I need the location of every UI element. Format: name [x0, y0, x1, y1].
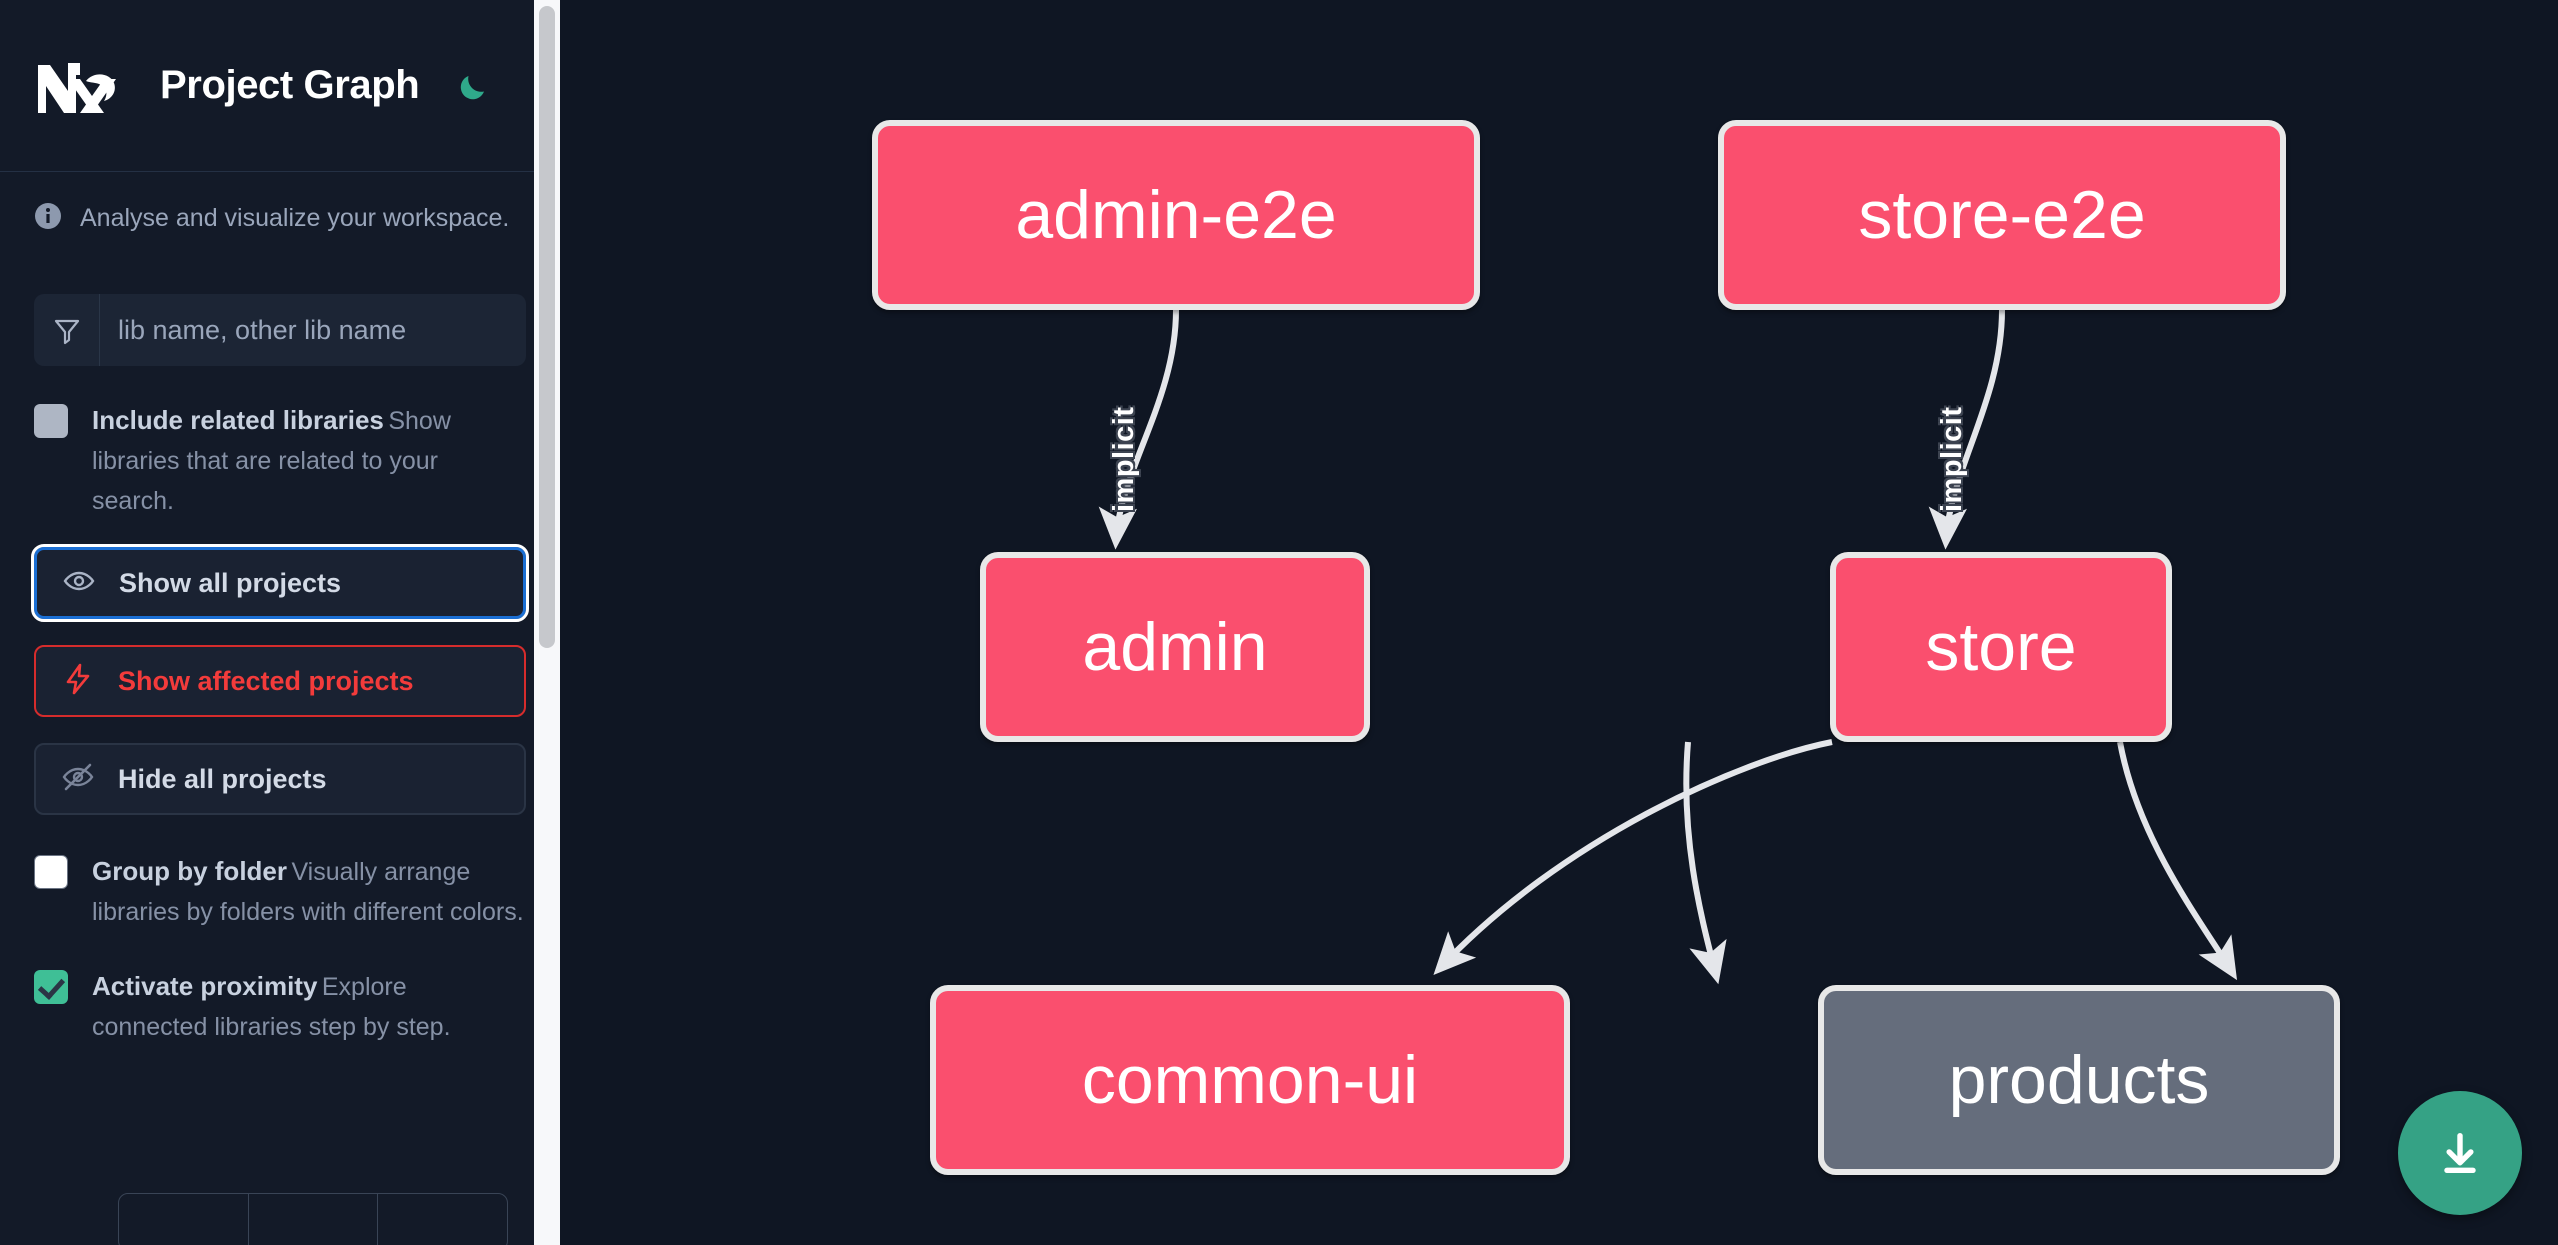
show-all-projects-label: Show all projects — [119, 567, 342, 598]
graph-canvas[interactable]: admin-e2e store-e2e admin store common-u… — [560, 0, 2558, 1245]
group-by-folder-label: Group by folder — [92, 856, 287, 886]
include-related-libraries-description: Show libraries that are related to your … — [92, 407, 451, 515]
activate-proximity-checkbox[interactable] — [34, 970, 68, 1004]
edge-store-common-ui — [1433, 739, 1833, 976]
edge-admin-common-ui — [1683, 741, 1727, 985]
show-affected-projects-button[interactable]: Show affected projects — [34, 645, 526, 717]
proximity-segmented-control[interactable] — [118, 1193, 508, 1245]
activate-proximity-text: Activate proximity Explore connected lib… — [92, 966, 526, 1047]
sidebar-body: Analyse and visualize your workspace. In… — [0, 172, 560, 1047]
download-button[interactable] — [2398, 1091, 2522, 1215]
activate-proximity-row[interactable]: Activate proximity Explore connected lib… — [34, 966, 526, 1047]
hide-all-projects-label: Hide all projects — [118, 763, 327, 794]
info-icon — [34, 202, 62, 235]
nx-logo — [34, 55, 126, 117]
graph-node-admin-e2e[interactable]: admin-e2e — [872, 120, 1480, 310]
show-affected-projects-label: Show affected projects — [118, 665, 414, 696]
include-related-libraries-checkbox[interactable] — [34, 404, 68, 438]
moon-icon[interactable] — [451, 63, 497, 109]
graph-node-store[interactable]: store — [1830, 552, 2172, 742]
include-related-libraries-label: Include related libraries — [92, 405, 384, 435]
download-icon — [2444, 1132, 2476, 1174]
edge-label-implicit-admin: implicit — [1108, 406, 1140, 512]
filter-box[interactable] — [34, 294, 526, 366]
sidebar: Project Graph Analyse and visualize your… — [0, 0, 560, 1245]
graph-node-store-e2e[interactable]: store-e2e — [1718, 120, 2286, 310]
group-by-folder-text: Group by folder Visually arrange librari… — [92, 851, 526, 932]
include-related-libraries-row[interactable]: Include related libraries Show libraries… — [34, 400, 526, 521]
group-by-folder-description: Visually arrange libraries by folders wi… — [92, 858, 524, 926]
graph-node-common-ui[interactable]: common-ui — [930, 985, 1570, 1175]
bolt-icon — [62, 663, 94, 700]
include-related-libraries-text: Include related libraries Show libraries… — [92, 400, 526, 521]
sidebar-header: Project Graph — [0, 0, 560, 172]
funnel-icon — [34, 294, 100, 366]
tagline-text: Analyse and visualize your workspace. — [80, 203, 510, 232]
page-title: Project Graph — [160, 63, 420, 107]
proximity-segment-2[interactable] — [249, 1194, 379, 1245]
edge-store-e2e-store — [1928, 309, 2005, 550]
activate-proximity-description: Explore connected libraries step by step… — [92, 973, 451, 1041]
graph-node-products[interactable]: products — [1818, 985, 2340, 1175]
tagline: Analyse and visualize your workspace. — [34, 172, 526, 264]
hide-all-projects-button[interactable]: Hide all projects — [34, 743, 526, 815]
edge-admin-e2e-admin — [1098, 309, 1179, 550]
activate-proximity-label: Activate proximity — [92, 971, 318, 1001]
eye-off-icon — [62, 761, 94, 798]
edge-store-products — [2117, 741, 2238, 981]
group-by-folder-checkbox[interactable] — [34, 855, 68, 889]
search-input[interactable] — [100, 314, 526, 346]
proximity-segment-1[interactable] — [119, 1194, 249, 1245]
sidebar-scrollbar-thumb[interactable] — [539, 6, 555, 648]
graph-node-admin[interactable]: admin — [980, 552, 1370, 742]
show-all-projects-button[interactable]: Show all projects — [31, 544, 529, 622]
eye-icon — [63, 565, 95, 602]
edge-label-implicit-store: implicit — [1936, 406, 1968, 512]
sidebar-scrollbar-track[interactable] — [534, 0, 560, 1245]
group-by-folder-row[interactable]: Group by folder Visually arrange librari… — [34, 851, 526, 932]
proximity-segment-3[interactable] — [378, 1194, 507, 1245]
